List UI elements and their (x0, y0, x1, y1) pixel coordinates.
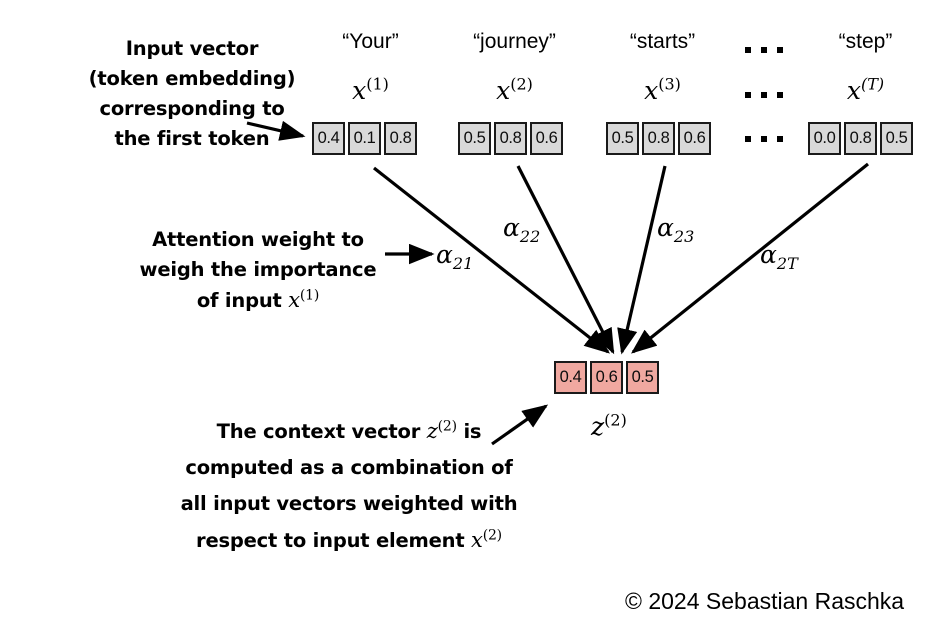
input-vector-label-3-sup: (3) (658, 74, 681, 94)
input-vector-label-3: x(3) (604, 76, 721, 105)
annotation-context-vector-line1-var: z (426, 419, 438, 443)
ellipsis-words-row (745, 47, 783, 53)
annotation-context-vector-line3: all input vectors weighted with (180, 492, 518, 515)
context-vector-label-sup: (2) (604, 410, 627, 430)
input-vector-label-1-sup: (1) (366, 74, 389, 94)
annotation-input-vector-line2: (token embedding) (88, 67, 296, 90)
annotation-attention-weight-line3: of input x(1) (128, 285, 388, 316)
input-vector-label-1: x(1) (312, 76, 429, 105)
annotation-attention-weight-line1: Attention weight to (152, 228, 364, 251)
context-vector-label: z(2) (591, 412, 627, 441)
annotation-attention-weight-line2: weigh the importance (139, 258, 377, 281)
ellipsis-labels-row (745, 92, 783, 98)
annotation-context-vector-line4-var: x (471, 528, 483, 552)
input-vector-group-2: 0.5 0.8 0.6 (458, 122, 563, 155)
token-word-1: “Your” (342, 30, 399, 53)
input-cell-1-2: 0.1 (348, 122, 381, 155)
attention-weight-sub-4: 2T (776, 254, 798, 273)
input-cell-3-2: 0.8 (642, 122, 675, 155)
token-word-4: “step” (838, 30, 893, 53)
input-vector-label-2: x(2) (456, 76, 573, 105)
context-cell-1: 0.4 (554, 361, 587, 394)
input-vector-label-4-var: x (846, 76, 861, 105)
input-cell-2-3: 0.6 (530, 122, 563, 155)
attention-weight-sub-2: 22 (519, 227, 541, 246)
annotation-input-vector-line1: Input vector (125, 37, 259, 60)
input-cell-2-1: 0.5 (458, 122, 491, 155)
attention-arrow-1 (373, 166, 611, 354)
attention-weight-symbol-3: α (657, 213, 674, 242)
token-word-3: “starts” (629, 30, 696, 53)
token-word-2: “journey” (473, 30, 556, 53)
input-vector-label-4-sup: (T) (860, 74, 885, 94)
attention-arrow-4 (631, 162, 869, 354)
context-vector-label-var: z (591, 412, 605, 441)
annotation-attention-weight-line3-sup: (1) (299, 287, 320, 304)
context-cell-2: 0.6 (590, 361, 623, 394)
annotation-context-vector-line4-prefix: respect to input element (196, 529, 472, 552)
annotation-input-vector-line4: the first token (114, 127, 270, 150)
ellipsis-boxes-row (745, 136, 783, 142)
attention-weight-label-2: α22 (503, 213, 540, 245)
input-vector-label-2-var: x (496, 76, 511, 105)
attention-weight-sub-1: 21 (452, 254, 474, 273)
context-vector-group: 0.4 0.6 0.5 (554, 361, 659, 394)
input-cell-2-2: 0.8 (494, 122, 527, 155)
annotation-context-vector-line4: respect to input element x(2) (176, 522, 522, 559)
attention-arrow-2 (516, 165, 615, 355)
input-vector-label-4: x(T) (807, 76, 924, 105)
input-cell-1-3: 0.8 (384, 122, 417, 155)
input-vector-group-3: 0.5 0.8 0.6 (606, 122, 711, 155)
attention-weight-label-1: α21 (436, 240, 473, 272)
input-vector-group-4: 0.0 0.8 0.5 (808, 122, 913, 155)
input-cell-4-2: 0.8 (844, 122, 877, 155)
annotation-input-vector-line3: corresponding to (99, 97, 285, 120)
attention-arrow-3 (617, 165, 667, 355)
annotation-context-vector-line1: The context vector z(2) is (176, 413, 522, 450)
annotation-input-vector: Input vector (token embedding) correspon… (72, 34, 312, 154)
input-cell-4-1: 0.0 (808, 122, 841, 155)
annotation-attention-weight-line3-var: x (288, 288, 300, 312)
annotation-context-vector-line4-sup: (2) (482, 527, 502, 544)
attention-weight-symbol-1: α (436, 240, 453, 269)
attention-weight-symbol-4: α (760, 240, 777, 269)
annotation-context-vector: The context vector z(2) is computed as a… (176, 413, 522, 559)
annotation-context-vector-line2: computed as a combination of (185, 456, 513, 479)
input-vector-group-1: 0.4 0.1 0.8 (312, 122, 417, 155)
attention-weight-symbol-2: α (503, 213, 520, 242)
annotation-context-vector-line1-suffix: is (456, 420, 482, 443)
input-cell-1-1: 0.4 (312, 122, 345, 155)
annotation-context-vector-line1-sup: (2) (437, 418, 457, 435)
context-cell-3: 0.5 (626, 361, 659, 394)
annotation-attention-weight-line3-prefix: of input (196, 289, 289, 312)
input-cell-3-1: 0.5 (606, 122, 639, 155)
input-vector-label-3-var: x (644, 76, 659, 105)
input-cell-4-3: 0.5 (880, 122, 913, 155)
input-vector-label-2-sup: (2) (510, 74, 533, 94)
credit-text: © 2024 Sebastian Raschka (625, 588, 905, 614)
annotation-attention-weight: Attention weight to weigh the importance… (128, 225, 388, 316)
input-cell-3-3: 0.6 (678, 122, 711, 155)
input-vector-label-1-var: x (352, 76, 367, 105)
attention-weight-label-4: α2T (760, 240, 798, 272)
attention-weight-sub-3: 23 (673, 227, 695, 246)
attention-weight-label-3: α23 (657, 213, 694, 245)
annotation-context-vector-line1-prefix: The context vector (216, 420, 427, 443)
